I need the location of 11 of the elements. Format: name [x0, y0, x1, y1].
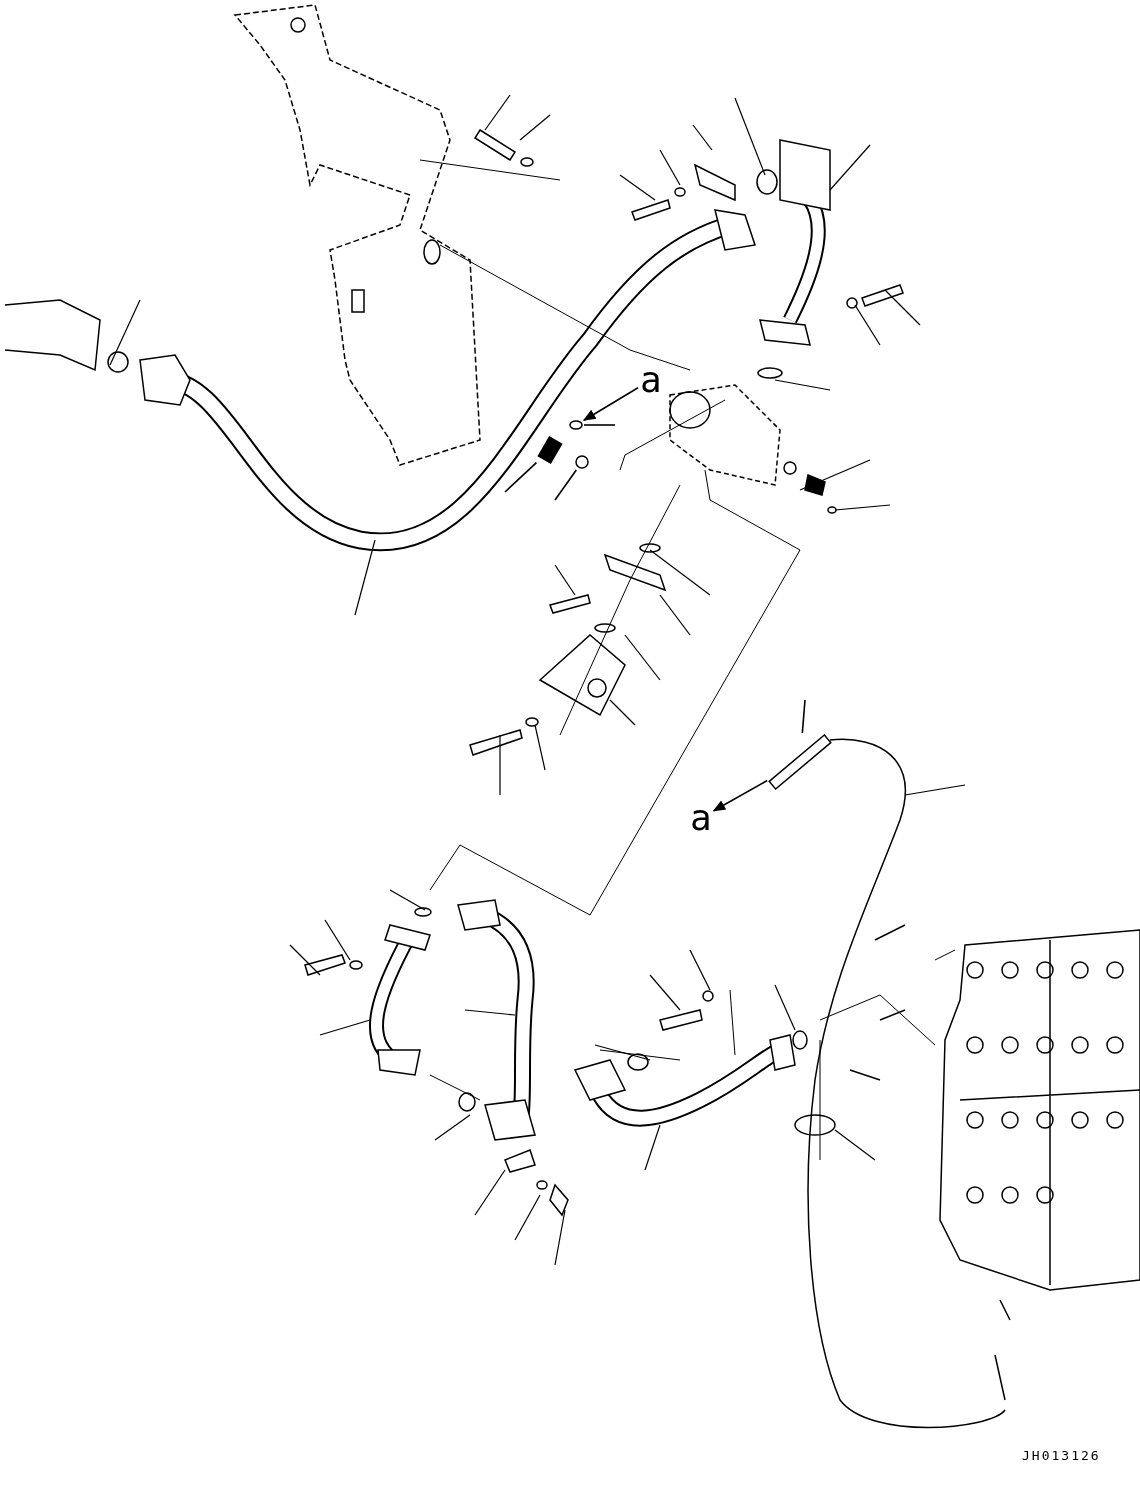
o-ring-icon: [569, 420, 583, 430]
leader-line: [554, 469, 578, 501]
reference-letter: a: [640, 362, 662, 398]
arrow: [582, 386, 639, 421]
arrow: [712, 779, 768, 812]
leader-line: [801, 699, 806, 734]
drawing-number: JH013126: [1022, 1448, 1101, 1463]
leader-line: [504, 461, 538, 493]
o-ring-icon: [575, 455, 589, 469]
leader-line: [583, 424, 616, 426]
reference-letter: a: [690, 800, 712, 836]
